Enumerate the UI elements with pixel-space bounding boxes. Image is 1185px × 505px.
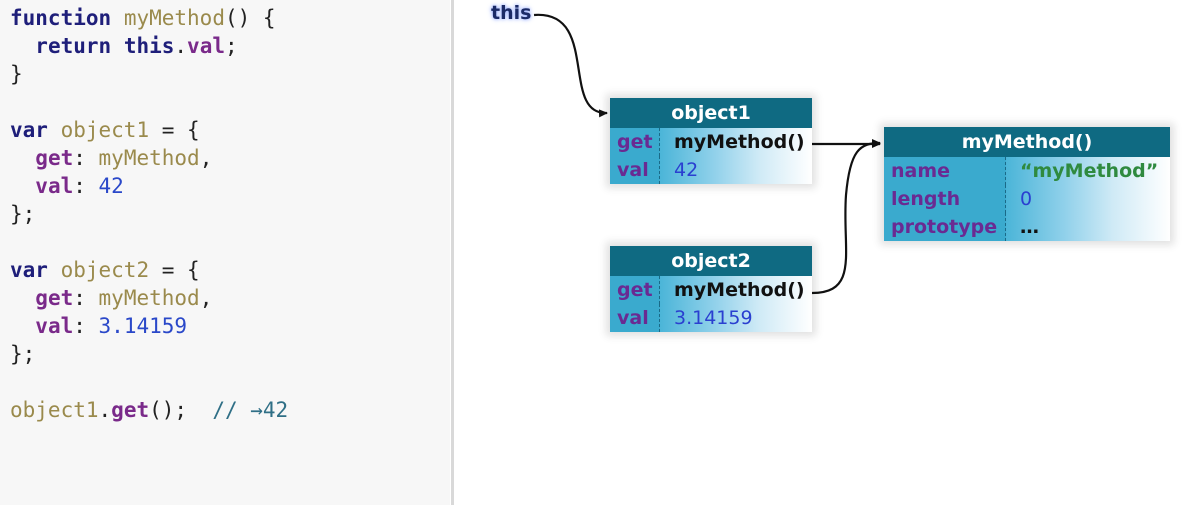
code-punct: : [73, 286, 99, 310]
object2-get-arrow [811, 139, 881, 295]
method-value-name: “myMethod” [1006, 157, 1170, 185]
code-punct: () { [224, 6, 276, 30]
method-key-length: length [884, 185, 1006, 213]
code-comment: // →42 [212, 398, 289, 422]
code-line-15: object1.get(); // →42 [10, 396, 450, 424]
code-punct: : [73, 174, 99, 198]
keyword: var [10, 258, 48, 282]
keyword: var [10, 118, 48, 142]
object1-key-get: get [610, 128, 660, 156]
object1-box: object1 get myMethod() val 42 [610, 98, 812, 184]
object1-row-val: val 42 [610, 156, 812, 184]
code-punct: . [98, 398, 112, 422]
method-value-length: 0 [1006, 185, 1170, 213]
object2-value-val: 3.14159 [660, 304, 812, 332]
method-row-length: length 0 [884, 185, 1170, 213]
pane-divider [451, 0, 454, 505]
object2-row-get: get myMethod() [610, 276, 812, 304]
code-line-11: get: myMethod, [10, 284, 450, 312]
code-line-3: } [10, 62, 23, 86]
keyword: function [10, 6, 112, 30]
object1-value-val: 42 [660, 156, 812, 184]
object1-value-get: myMethod() [660, 128, 812, 156]
variable-name: object2 [60, 258, 150, 282]
code-punct: : [73, 314, 99, 338]
code-line-5: var object1 = { [10, 116, 450, 144]
code-line-10: var object2 = { [10, 256, 450, 284]
code-line-13: }; [10, 342, 36, 366]
property-name: get [35, 286, 74, 310]
function-name: myMethod [123, 6, 225, 30]
method-value-prototype: … [1006, 213, 1170, 241]
code-panel: function myMethod() { return this.val; }… [0, 0, 450, 505]
function-ref: myMethod [98, 286, 200, 310]
object2-key-val: val [610, 304, 660, 332]
object1-row-get: get myMethod() [610, 128, 812, 156]
method-call: get [111, 398, 150, 422]
keyword: this [123, 34, 175, 58]
object2-row-val: val 3.14159 [610, 304, 812, 332]
number-literal: 42 [98, 174, 124, 198]
code-punct: , [199, 286, 213, 310]
method-row-prototype: prototype … [884, 213, 1170, 241]
code-punct: , [199, 146, 213, 170]
object2-value-get: myMethod() [660, 276, 812, 304]
code-punct: . [174, 34, 188, 58]
property-name: val [187, 34, 225, 58]
property-name: val [35, 174, 74, 198]
code-punct: : [73, 146, 99, 170]
code-line-12: val: 3.14159 [10, 312, 450, 340]
variable-name: object1 [10, 398, 99, 422]
method-title: myMethod() [884, 127, 1170, 157]
code-punct: = { [149, 258, 200, 282]
code-punct: ; [224, 34, 238, 58]
variable-name: object1 [60, 118, 150, 142]
property-name: val [35, 314, 74, 338]
this-label: this [491, 2, 532, 24]
keyword: return [35, 34, 112, 58]
function-ref: myMethod [98, 146, 200, 170]
object1-key-val: val [610, 156, 660, 184]
code-line-6: get: myMethod, [10, 144, 450, 172]
code-line-8: }; [10, 202, 36, 226]
code-punct: = { [149, 118, 200, 142]
this-arrow [533, 13, 608, 118]
object1-title: object1 [610, 98, 812, 128]
method-key-prototype: prototype [884, 213, 1006, 241]
code-line-7: val: 42 [10, 172, 450, 200]
code-punct: (); [149, 398, 188, 422]
object2-key-get: get [610, 276, 660, 304]
object2-box: object2 get myMethod() val 3.14159 [610, 246, 812, 332]
method-box: myMethod() name “myMethod” length 0 prot… [884, 127, 1170, 241]
object2-title: object2 [610, 246, 812, 276]
method-key-name: name [884, 157, 1006, 185]
code-line-2: return this.val; [10, 32, 450, 60]
method-row-name: name “myMethod” [884, 157, 1170, 185]
number-literal: 3.14159 [98, 314, 188, 338]
property-name: get [35, 146, 74, 170]
code-line-1: function myMethod() { [10, 4, 450, 32]
